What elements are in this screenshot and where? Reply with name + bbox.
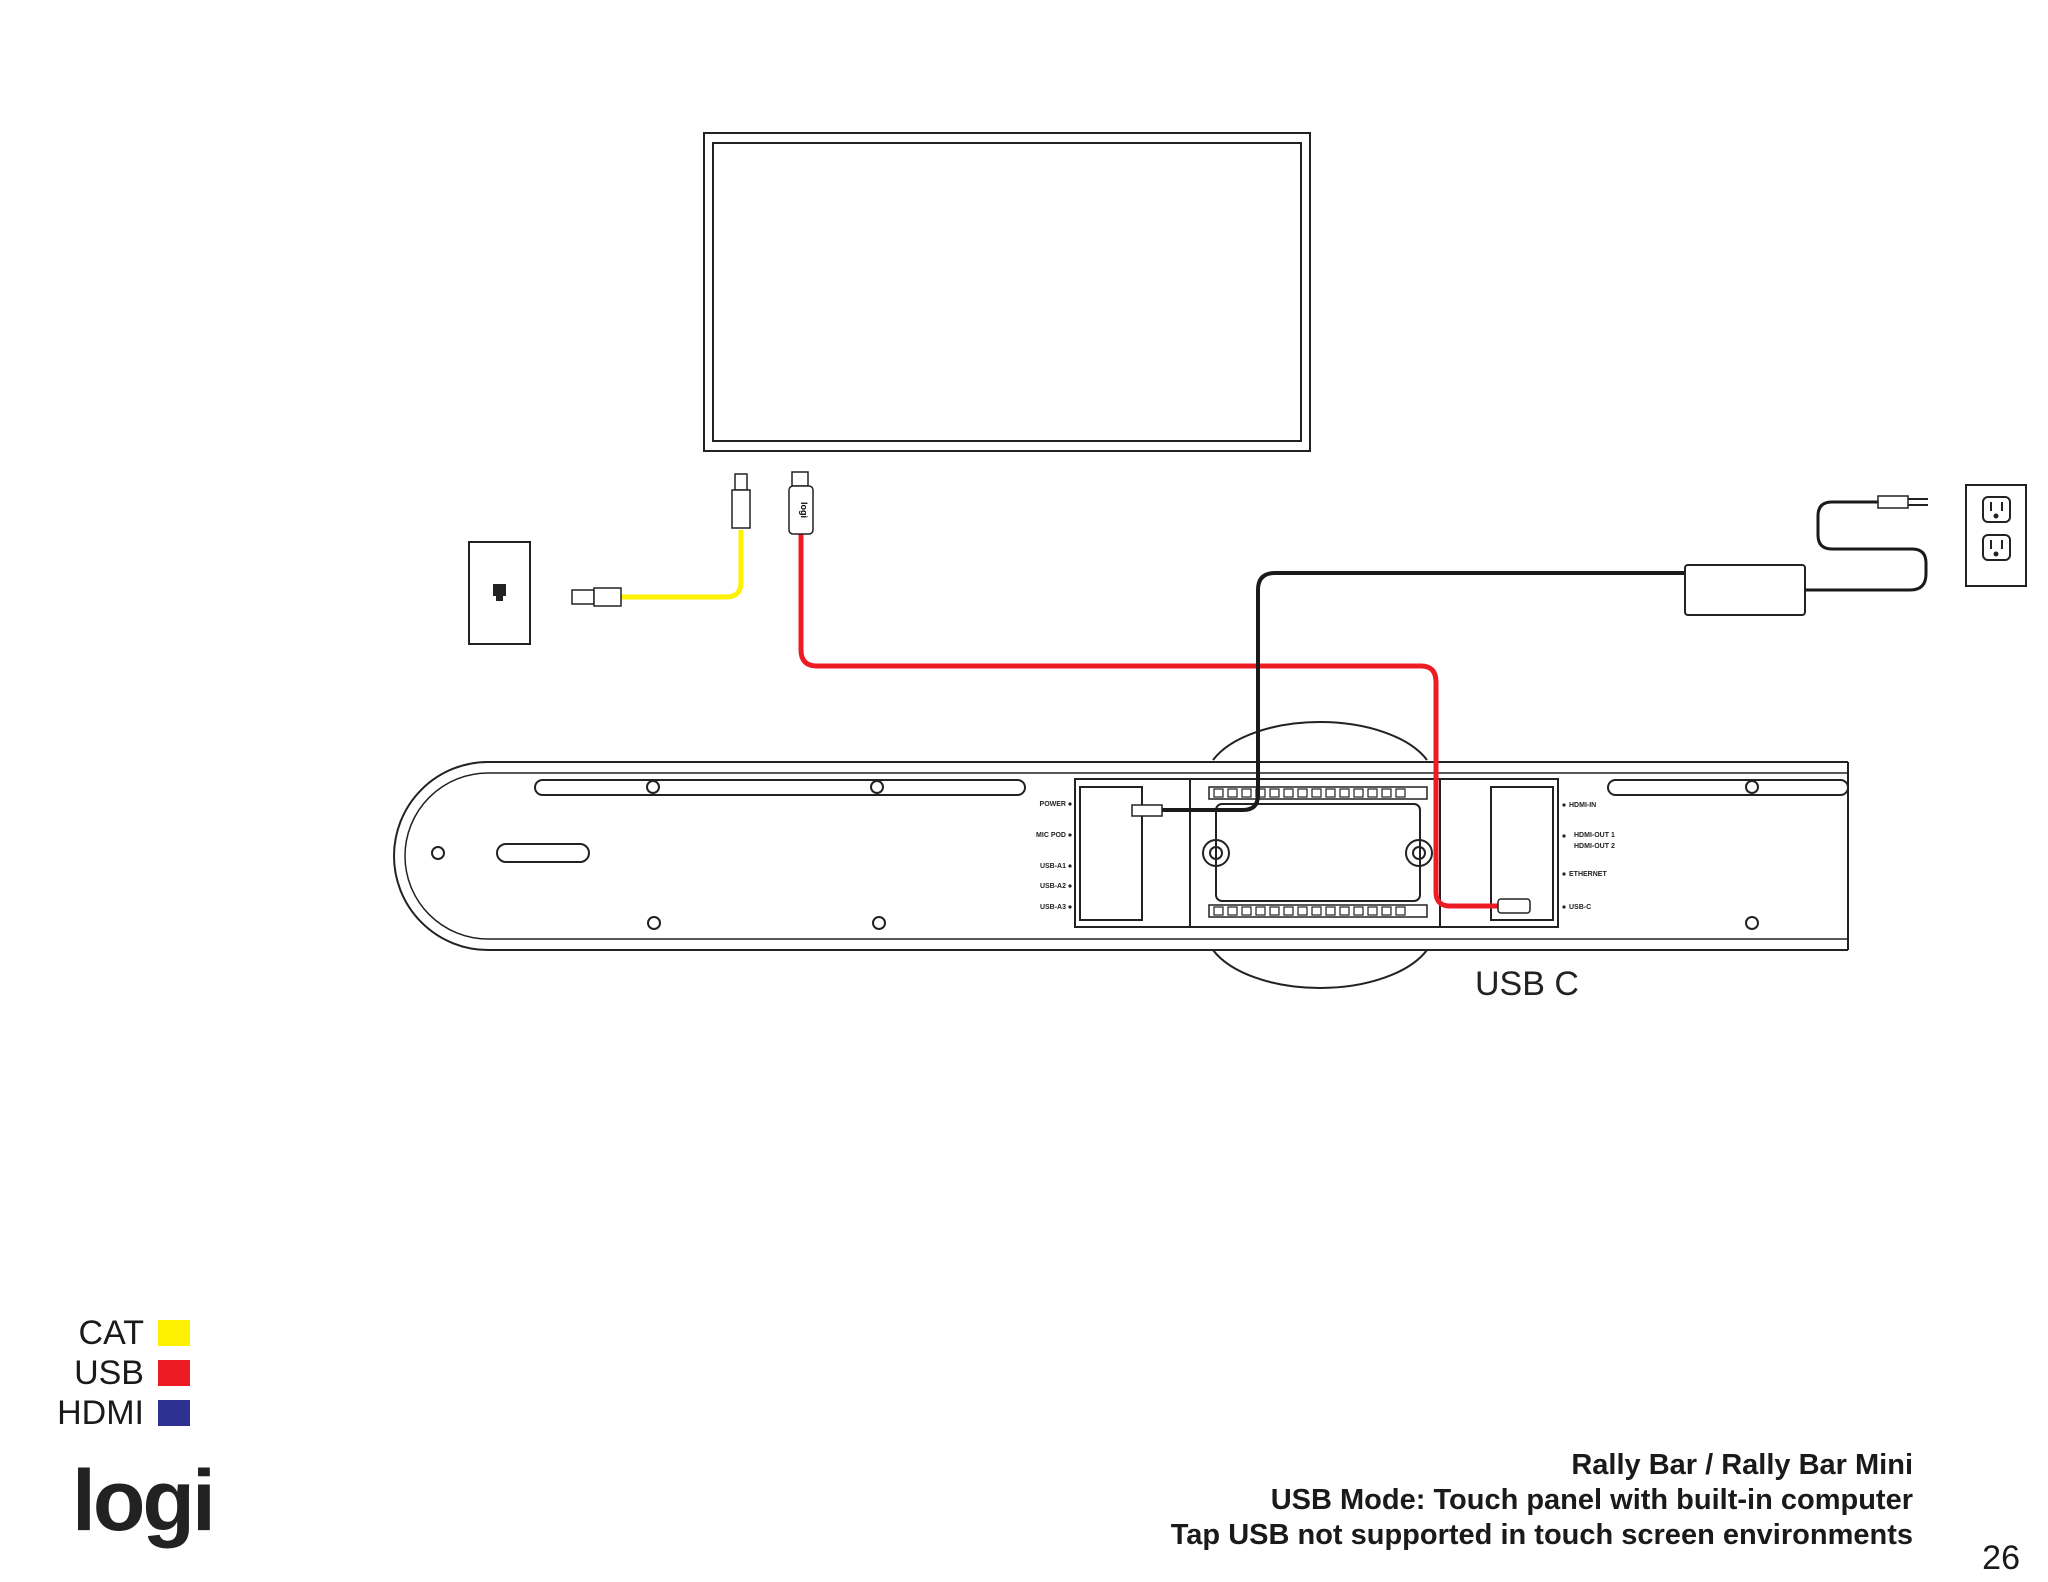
legend-label-cat: CAT [78,1314,144,1352]
page-number: 26 [1982,1539,2020,1577]
port-label-usb-a1: USB-A1 [1040,863,1066,870]
display-monitor [703,132,1311,452]
port-label-usb-c: USB-C [1569,904,1591,911]
port-label-hdmi-out-1: HDMI-OUT 1 [1574,832,1615,839]
camera-dome [1212,721,1428,989]
wall-network-jack [468,541,531,645]
footer-note: Tap USB not supported in touch screen en… [1170,1519,1913,1551]
port-label-usb-a2: USB-A2 [1040,883,1066,890]
cable-legend: CAT USB HDMI [50,1313,190,1433]
port-label-ethernet: ETHERNET [1569,871,1607,878]
legend-item-usb: USB [50,1353,190,1393]
port-label-usb-a3: USB-A3 [1040,904,1066,911]
logi-logo: logi [72,1453,216,1549]
usb-plug-logo: logi [799,502,809,518]
port-labels: POWER MIC POD USB-A1 USB-A2 USB-A3 HDMI-… [1036,801,1615,911]
power-cable [1131,495,1928,817]
port-label-hdmi-in: HDMI-IN [1569,802,1596,809]
legend-label-usb: USB [74,1354,144,1392]
legend-swatch-usb [158,1360,190,1386]
rally-bar [393,761,1849,951]
power-outlet [1965,484,2027,587]
footer-product-title: Rally Bar / Rally Bar Mini [1571,1449,1913,1481]
port-label-mic-pod: MIC POD [1036,832,1066,839]
footer-caption: Rally Bar / Rally Bar Mini USB Mode: Tou… [1171,1448,1913,1553]
usb-c-callout: USB C [1475,965,1579,1003]
footer-mode-description: USB Mode: Touch panel with built-in comp… [1270,1484,1913,1516]
legend-label-hdmi: HDMI [57,1394,144,1432]
port-label-power: POWER [1040,801,1066,808]
legend-swatch-cat [158,1320,190,1346]
legend-item-cat: CAT [50,1313,190,1353]
legend-swatch-hdmi [158,1400,190,1426]
port-label-hdmi-out-2: HDMI-OUT 2 [1574,843,1615,850]
usb-cable: logi [788,471,1531,914]
cat-cable [571,473,751,607]
legend-item-hdmi: HDMI [50,1393,190,1433]
